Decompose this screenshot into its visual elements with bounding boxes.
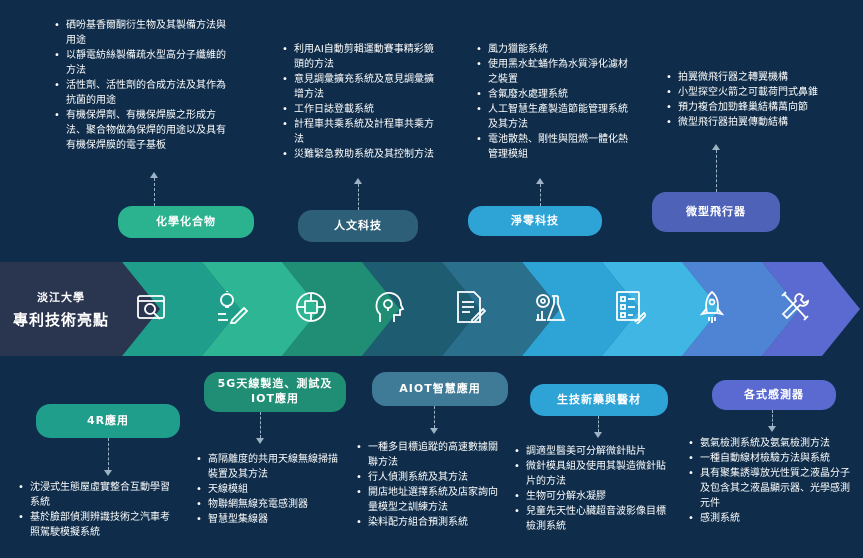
netzero-connector	[540, 184, 541, 206]
sensor-patent-list: 氨氣檢測系統及氨氣檢測方法 一種自動線材檢驗方法與系統 具有聚集誘導放光性質之液…	[688, 436, 858, 526]
category-biotech: 生技新藥與醫材	[530, 384, 668, 416]
ai-chip-icon	[296, 292, 326, 322]
list-item: 人工智慧生產製造節能管理系統及其方法	[476, 102, 636, 132]
list-item: 染料配方組合預測系統	[356, 515, 506, 530]
netzero-arrow	[536, 178, 544, 184]
5g-arrow	[256, 438, 264, 444]
biotech-patent-list: 調適型醫美可分解微針貼片 微針模具組及使用其製造微針貼片的方法 生物可分解水凝膠…	[514, 444, 670, 534]
category-5g-iot: 5G天線製造、測試及IOT應用	[204, 372, 346, 412]
list-item: 電池散熱、剛性與阻燃一體化熱管理模組	[476, 132, 636, 162]
chemical-connector	[154, 178, 155, 206]
document-edit-icon	[457, 291, 486, 323]
category-netzero: 淨零科技	[468, 206, 602, 236]
ar-connector	[108, 438, 109, 470]
category-chemical: 化學化合物	[118, 206, 254, 238]
band-segment-8	[682, 262, 800, 356]
sensor-connector	[772, 410, 773, 426]
band-segment-3	[282, 262, 400, 356]
list-item: 感測系統	[688, 511, 858, 526]
biotech-connector	[598, 416, 599, 432]
list-item: 兒童先天性心臟超音波影像目標檢測系統	[514, 504, 670, 534]
list-item: 有機保焊劑、有機保焊膜之形成方法、聚合物做為保焊的用途以及具有有機保焊膜的電子基…	[54, 108, 234, 153]
list-item: 含氟廢水處理系統	[476, 87, 636, 102]
category-drone: 微型飛行器	[652, 192, 780, 232]
drone-connector	[716, 150, 717, 192]
humanities-arrow	[354, 178, 362, 184]
idea-pencil-icon	[218, 291, 248, 324]
head-idea-icon	[375, 292, 405, 322]
list-item: 生物可分解水凝膠	[514, 489, 670, 504]
university-name: 淡江大學	[37, 290, 85, 304]
list-item: 基於臉部偵測辨識技術之汽車考照駕駛模擬系統	[18, 510, 178, 540]
rocket-icon	[699, 290, 725, 323]
list-item: 天線模組	[196, 482, 346, 497]
list-item: 高隔離度的共用天線無線掃描裝置及其方法	[196, 452, 346, 482]
list-item: 一種多目標追蹤的高速數據關聯方法	[356, 440, 506, 470]
band-segment-2	[202, 262, 320, 356]
category-aiot: AIOT智慧應用	[372, 372, 508, 406]
list-item: 小型探空火箭之可載荷門式鼻錐	[666, 85, 856, 100]
list-item: 物聯網無線充電感測器	[196, 497, 346, 512]
band-segment-5	[442, 262, 560, 356]
list-item: 微針模具組及使用其製造微針貼片的方法	[514, 459, 670, 489]
drone-patent-list: 拍翼微飛行器之轉翼機構 小型探空火箭之可載荷門式鼻錐 預力複合加勁蜂巢結構萬向節…	[666, 70, 856, 130]
sensor-arrow	[768, 426, 776, 432]
humanities-connector	[358, 184, 359, 210]
chemical-arrow	[150, 172, 158, 178]
netzero-patent-list: 風力獵能系統 使用黑水虻蛹作為水質淨化濾材之裝置 含氟廢水處理系統 人工智慧生產…	[476, 42, 636, 162]
ar-arrow	[104, 470, 112, 476]
list-item: 行人偵測系統及其方法	[356, 470, 506, 485]
lab-flask-icon	[536, 294, 566, 321]
list-item: 利用AI自動剪輯運動賽事精彩鏡頭的方法	[282, 42, 442, 72]
list-item: 意見調彙擴充系統及意見調彙擴增方法	[282, 72, 442, 102]
band-segment-1	[122, 262, 240, 356]
list-item: 預力複合加勁蜂巢結構萬向節	[666, 100, 856, 115]
list-item: 硒吩基香爾酮衍生物及其製備方法與用途	[54, 18, 234, 48]
band-segment-9	[762, 262, 860, 356]
list-item: 沈浸式生態屋虛實整合互動學習系統	[18, 480, 178, 510]
list-item: 調適型醫美可分解微針貼片	[514, 444, 670, 459]
list-item: 工作日誌登載系統	[282, 102, 442, 117]
list-item: 拍翼微飛行器之轉翼機構	[666, 70, 856, 85]
list-item: 氨氣檢測系統及氨氣檢測方法	[688, 436, 858, 451]
category-ar: 4R應用	[36, 404, 180, 438]
list-item: 一種自動線材檢驗方法與系統	[688, 451, 858, 466]
humanities-patent-list: 利用AI自動剪輯運動賽事精彩鏡頭的方法 意見調彙擴充系統及意見調彙擴增方法 工作…	[282, 42, 442, 162]
list-item: 風力獵能系統	[476, 42, 636, 57]
list-item: 以靜電紡絲製備疏水型高分子纖維的方法	[54, 48, 234, 78]
list-item: 微型飛行器拍翼傳動結構	[666, 115, 856, 130]
band-segment-4	[362, 262, 480, 356]
category-humanities: 人文科技	[298, 210, 418, 242]
aiot-connector	[434, 406, 435, 428]
list-item: 開店地址選擇系統及店家詢向量模型之訓練方法	[356, 485, 506, 515]
5g-connector	[260, 412, 261, 438]
search-window-icon	[137, 295, 165, 320]
category-sensor: 各式感測器	[712, 380, 836, 410]
list-item: 計程車共乘系統及計程車共乘方法	[282, 117, 442, 147]
aiot-arrow	[430, 428, 438, 434]
list-item: 活性劑、活性劑的合成方法及其作為抗菌的用途	[54, 78, 234, 108]
brand-block: 淡江大學 專利技術亮點	[0, 262, 122, 356]
band-segment-brand	[0, 262, 160, 356]
chemical-patent-list: 硒吩基香爾酮衍生物及其製備方法與用途 以靜電紡絲製備疏水型高分子纖維的方法 活性…	[54, 18, 234, 153]
drone-arrow	[712, 144, 720, 150]
band-segment-6	[522, 262, 640, 356]
list-item: 使用黑水虻蛹作為水質淨化濾材之裝置	[476, 57, 636, 87]
ar-patent-list: 沈浸式生態屋虛實整合互動學習系統 基於臉部偵測辨識技術之汽車考照駕駛模擬系統	[18, 480, 178, 540]
tools-icon	[781, 291, 809, 321]
list-item: 災難緊急救助系統及其控制方法	[282, 147, 442, 162]
band-segment-7	[602, 262, 720, 356]
aiot-patent-list: 一種多目標追蹤的高速數據關聯方法 行人偵測系統及其方法 開店地址選擇系統及店家詢…	[356, 440, 506, 530]
biotech-arrow	[594, 432, 602, 438]
list-item: 智慧型集線器	[196, 512, 346, 527]
list-item: 具有聚集誘導放光性質之液晶分子及包含其之液晶顯示器、光學感測元件	[688, 466, 858, 511]
headline: 專利技術亮點	[12, 310, 109, 329]
checklist-icon	[616, 291, 646, 324]
5g-patent-list: 高隔離度的共用天線無線掃描裝置及其方法 天線模組 物聯網無線充電感測器 智慧型集…	[196, 452, 346, 527]
